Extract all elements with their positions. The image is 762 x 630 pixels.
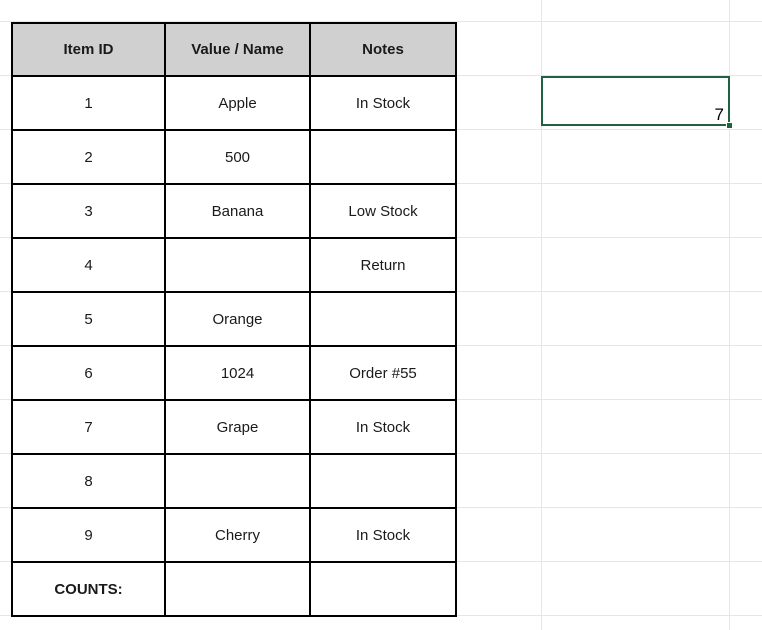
cell-notes[interactable]: In Stock xyxy=(309,75,457,131)
cell-value-name[interactable]: Orange xyxy=(164,291,311,347)
cell-value-name[interactable]: Grape xyxy=(164,399,311,455)
table-row[interactable]: 5 Orange xyxy=(11,291,457,347)
cell-value-name[interactable]: Cherry xyxy=(164,507,311,563)
gridline-vertical xyxy=(729,0,730,630)
table-row[interactable]: 3 Banana Low Stock xyxy=(11,183,457,239)
table-row[interactable]: 9 Cherry In Stock xyxy=(11,507,457,563)
cell-notes[interactable]: Order #55 xyxy=(309,345,457,401)
fill-handle[interactable] xyxy=(726,122,733,129)
cell-notes[interactable]: In Stock xyxy=(309,399,457,455)
table-row[interactable]: 2 500 xyxy=(11,129,457,185)
cell-counts-notes[interactable] xyxy=(309,561,457,617)
inventory-table[interactable]: Item ID Value / Name Notes 1 Apple In St… xyxy=(11,22,457,617)
cell-item-id[interactable]: 4 xyxy=(11,237,166,293)
column-header-value-name[interactable]: Value / Name xyxy=(164,22,311,77)
cell-item-id[interactable]: 9 xyxy=(11,507,166,563)
cell-item-id[interactable]: 1 xyxy=(11,75,166,131)
cell-notes[interactable]: Low Stock xyxy=(309,183,457,239)
cell-item-id[interactable]: 5 xyxy=(11,291,166,347)
cell-item-id[interactable]: 2 xyxy=(11,129,166,185)
active-cell-selection[interactable]: 7 xyxy=(541,76,730,126)
cell-value-name[interactable]: Apple xyxy=(164,75,311,131)
cell-item-id[interactable]: 8 xyxy=(11,453,166,509)
cell-notes[interactable] xyxy=(309,129,457,185)
cell-value-name[interactable]: 1024 xyxy=(164,345,311,401)
cell-notes[interactable] xyxy=(309,453,457,509)
column-header-item-id[interactable]: Item ID xyxy=(11,22,166,77)
cell-value-name[interactable] xyxy=(164,453,311,509)
table-header-row: Item ID Value / Name Notes xyxy=(11,22,457,77)
gridline-horizontal xyxy=(0,21,762,22)
cell-notes[interactable] xyxy=(309,291,457,347)
table-row[interactable]: 6 1024 Order #55 xyxy=(11,345,457,401)
cell-notes[interactable]: Return xyxy=(309,237,457,293)
column-header-notes[interactable]: Notes xyxy=(309,22,457,77)
cell-value-name[interactable]: 500 xyxy=(164,129,311,185)
cell-item-id[interactable]: 6 xyxy=(11,345,166,401)
cell-counts-label[interactable]: COUNTS: xyxy=(11,561,166,617)
cell-counts-value-name[interactable] xyxy=(164,561,311,617)
table-row[interactable]: 8 xyxy=(11,453,457,509)
gridline-vertical xyxy=(541,0,542,630)
active-cell-value: 7 xyxy=(714,105,724,124)
cell-item-id[interactable]: 3 xyxy=(11,183,166,239)
cell-value-name[interactable]: Banana xyxy=(164,183,311,239)
cell-item-id[interactable]: 7 xyxy=(11,399,166,455)
table-row-counts[interactable]: COUNTS: xyxy=(11,561,457,617)
table-row[interactable]: 7 Grape In Stock xyxy=(11,399,457,455)
cell-value-name[interactable] xyxy=(164,237,311,293)
table-row[interactable]: 1 Apple In Stock xyxy=(11,75,457,131)
table-row[interactable]: 4 Return xyxy=(11,237,457,293)
cell-notes[interactable]: In Stock xyxy=(309,507,457,563)
